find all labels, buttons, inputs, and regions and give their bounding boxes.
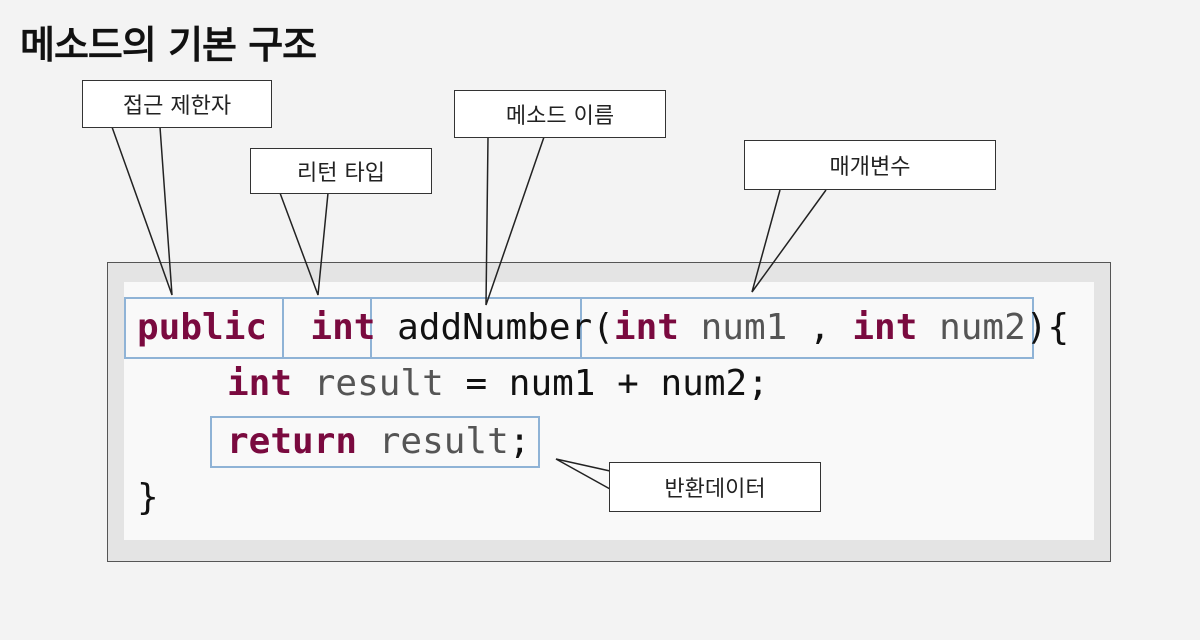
assignment-expression: = num1 + num2; xyxy=(443,363,769,404)
semicolon: ; xyxy=(508,421,531,462)
page-title: 메소드의 기본 구조 xyxy=(20,23,317,67)
callout-method-name: 메소드 이름 xyxy=(454,90,666,138)
callout-parameters: 매개변수 xyxy=(744,140,996,190)
code-line-3: return result; xyxy=(227,420,530,464)
keyword-public: public xyxy=(137,307,268,348)
return-value: result xyxy=(378,421,509,462)
param-name-1: num1 xyxy=(700,307,788,348)
param-name-2: num2 xyxy=(939,307,1026,348)
param-type-2: int xyxy=(852,307,918,348)
close-paren-brace: ){ xyxy=(1025,307,1070,348)
highlight-parameters xyxy=(580,297,1034,359)
highlight-return-statement xyxy=(210,416,540,468)
callout-return-type: 리턴 타입 xyxy=(250,148,432,194)
callout-access-modifier: 접근 제한자 xyxy=(82,80,272,128)
keyword-int-local: int xyxy=(227,363,293,404)
keyword-return: return xyxy=(227,421,358,462)
callout-return-data: 반환데이터 xyxy=(609,462,821,512)
param-type-1: int xyxy=(613,307,679,348)
closing-brace: } xyxy=(137,477,159,518)
code-line-1: public int addNumber(int num1 , int num2… xyxy=(137,306,1069,350)
open-paren: ( xyxy=(592,307,614,348)
code-line-2: int result = num1 + num2; xyxy=(227,362,769,406)
code-line-4: } xyxy=(137,476,159,520)
method-name: addNumber xyxy=(397,307,593,348)
param-comma: , xyxy=(787,307,853,348)
var-result: result xyxy=(313,363,444,404)
keyword-int: int xyxy=(310,307,376,348)
